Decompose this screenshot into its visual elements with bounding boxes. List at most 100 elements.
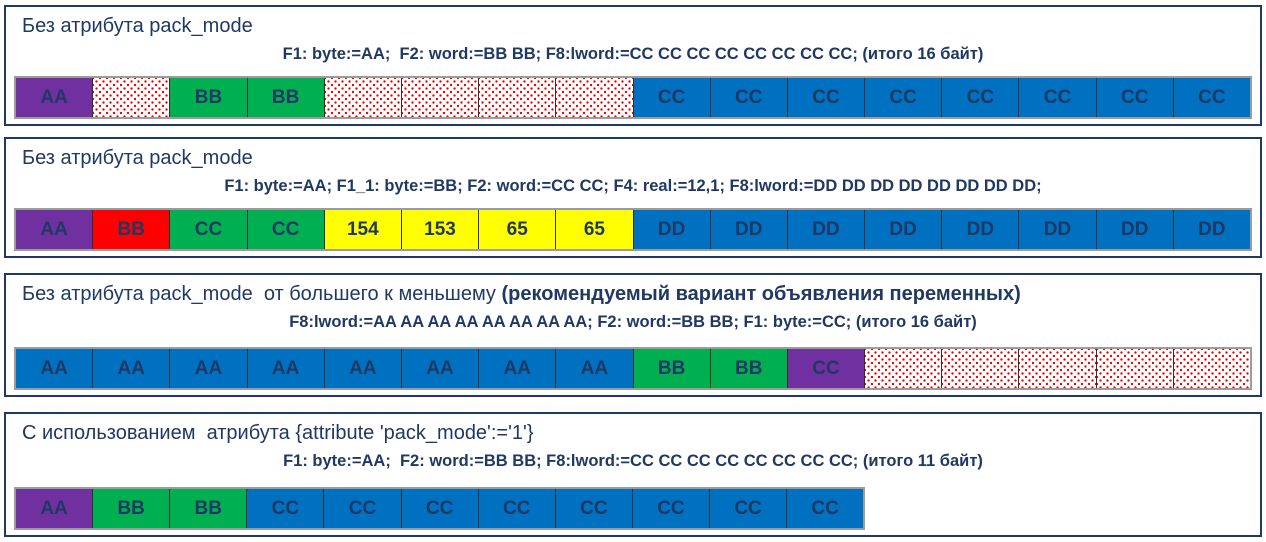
memory-cell: CC	[1018, 78, 1096, 117]
section-title-text: С использованием атрибута {attribute 'pa…	[22, 422, 534, 444]
memory-cell-empty	[1018, 349, 1096, 388]
memory-cell-value: CC	[194, 218, 223, 240]
memory-cell: DD	[1018, 210, 1096, 249]
memory-cell: DD	[786, 210, 865, 249]
memory-cell: AA	[16, 349, 93, 388]
memory-cell: CC	[246, 489, 324, 528]
section-no-pack-mode-1: Без атрибута pack_mode F1: byte:=AA; F2:…	[4, 5, 1262, 126]
memory-cell: CC	[323, 489, 401, 528]
memory-cell: AA	[400, 349, 479, 388]
memory-cell-value: CC	[657, 86, 686, 108]
section-title-text: Без атрибута pack_mode от большего к мен…	[22, 283, 502, 305]
memory-cell-value: DD	[889, 218, 917, 240]
memory-cell: CC	[631, 489, 709, 528]
memory-cell-value: AA	[426, 357, 454, 379]
memory-cell-value: CC	[889, 86, 917, 108]
memory-cell-value: DD	[657, 218, 686, 240]
section-title: Без атрибута pack_mode	[14, 146, 1252, 170]
memory-cell: 154	[323, 210, 401, 249]
memory-cell-value: BB	[117, 218, 145, 240]
memory-cell-value: CC	[812, 86, 840, 108]
memory-cell-value: DD	[966, 218, 995, 240]
memory-cell-value: CC	[657, 497, 685, 519]
memory-cell-value: DD	[735, 218, 763, 240]
memory-cell: CC	[786, 489, 864, 528]
memory-cell-empty	[478, 78, 556, 117]
memory-cell: CC	[786, 349, 865, 388]
memory-cell-value: BB	[735, 357, 763, 379]
memory-cell: BB	[92, 210, 170, 249]
memory-cell-value: CC	[735, 86, 763, 108]
memory-cell: DD	[1172, 210, 1250, 249]
memory-cell-value: CC	[1043, 86, 1072, 108]
memory-cell-value: CC	[502, 497, 531, 519]
memory-cell-value: CC	[271, 497, 300, 519]
memory-cell-value: BB	[657, 357, 686, 379]
memory-cell: 65	[478, 210, 556, 249]
memory-cell: CC	[400, 489, 478, 528]
memory-cell: CC	[1095, 78, 1173, 117]
memory-cell-value: AA	[117, 357, 145, 379]
memory-cell: CC	[1172, 78, 1250, 117]
memory-cell: AA	[323, 349, 401, 388]
section-title: Без атрибута pack_mode	[14, 14, 1252, 38]
memory-cell-empty	[555, 78, 633, 117]
section-with-pack-mode-attribute: С использованием атрибута {attribute 'pa…	[4, 412, 1262, 537]
section-title-bold-text: (рекомендуемый вариант объявления переме…	[501, 283, 1021, 305]
memory-cell: AA	[246, 349, 324, 388]
declaration-line: F1: byte:=AA; F2: word:=BB BB; F8:lword:…	[283, 452, 983, 470]
memory-cell-empty	[400, 78, 479, 117]
memory-cell: CC	[709, 78, 787, 117]
memory-cell-value: BB	[194, 497, 222, 519]
memory-cell: AA	[169, 349, 247, 388]
memory-cell: AA	[555, 349, 633, 388]
memory-cell-value: BB	[117, 497, 145, 519]
memory-cell: CC	[786, 78, 865, 117]
section-no-pack-mode-2: Без атрибута pack_mode F1: byte:=AA; F1_…	[4, 137, 1262, 258]
memory-cell-value: AA	[40, 86, 68, 108]
memory-cell-value: CC	[1198, 86, 1226, 108]
memory-cell: CC	[169, 210, 247, 249]
memory-cell: AA	[16, 489, 93, 528]
memory-cell-value: AA	[194, 357, 223, 379]
memory-cell-value: AA	[40, 218, 68, 240]
memory-cell-value: DD	[1120, 218, 1149, 240]
memory-cell-value: AA	[503, 357, 531, 379]
section-title-text: Без атрибута pack_mode	[22, 15, 253, 37]
memory-cell-value: CC	[580, 497, 608, 519]
memory-cell: 153	[400, 210, 479, 249]
memory-cell: AA	[92, 349, 170, 388]
memory-cell: DD	[864, 210, 942, 249]
memory-cell-value: 65	[583, 218, 605, 240]
memory-cell: BB	[92, 489, 170, 528]
section-no-pack-mode-ordered: Без атрибута pack_mode от большего к мен…	[4, 273, 1262, 397]
memory-cell: 65	[555, 210, 633, 249]
declaration-line: F8:lword:=AA AA AA AA AA AA AA AA; F2: w…	[289, 313, 977, 331]
section-title: С использованием атрибута {attribute 'pa…	[14, 421, 1252, 445]
memory-cell-value: AA	[580, 357, 609, 379]
memory-cell: DD	[632, 210, 710, 249]
memory-cell-value: DD	[1043, 218, 1072, 240]
declaration-line: F1: byte:=AA; F2: word:=BB BB; F8:lword:…	[282, 45, 984, 63]
memory-cell-value: DD	[1198, 218, 1226, 240]
memory-cell-empty	[941, 349, 1019, 388]
memory-cell-value: AA	[271, 357, 300, 379]
memory-cell-value: CC	[271, 218, 300, 240]
section-title: Без атрибута pack_mode от большего к мен…	[14, 282, 1252, 306]
memory-cell: DD	[709, 210, 787, 249]
memory-byte-row: AA AA AA AA AA AA AA AA BB BB CC	[14, 347, 1252, 390]
memory-cell-empty	[323, 78, 401, 117]
memory-cell-empty	[1172, 349, 1250, 388]
memory-cell: BB	[169, 489, 247, 528]
memory-cell-value: CC	[811, 497, 839, 519]
memory-cell-value: AA	[40, 357, 68, 379]
memory-cell-empty	[864, 349, 942, 388]
memory-cell: BB	[632, 349, 710, 388]
memory-cell: CC	[477, 489, 555, 528]
memory-cell: BB	[709, 349, 787, 388]
memory-cell: DD	[1095, 210, 1173, 249]
